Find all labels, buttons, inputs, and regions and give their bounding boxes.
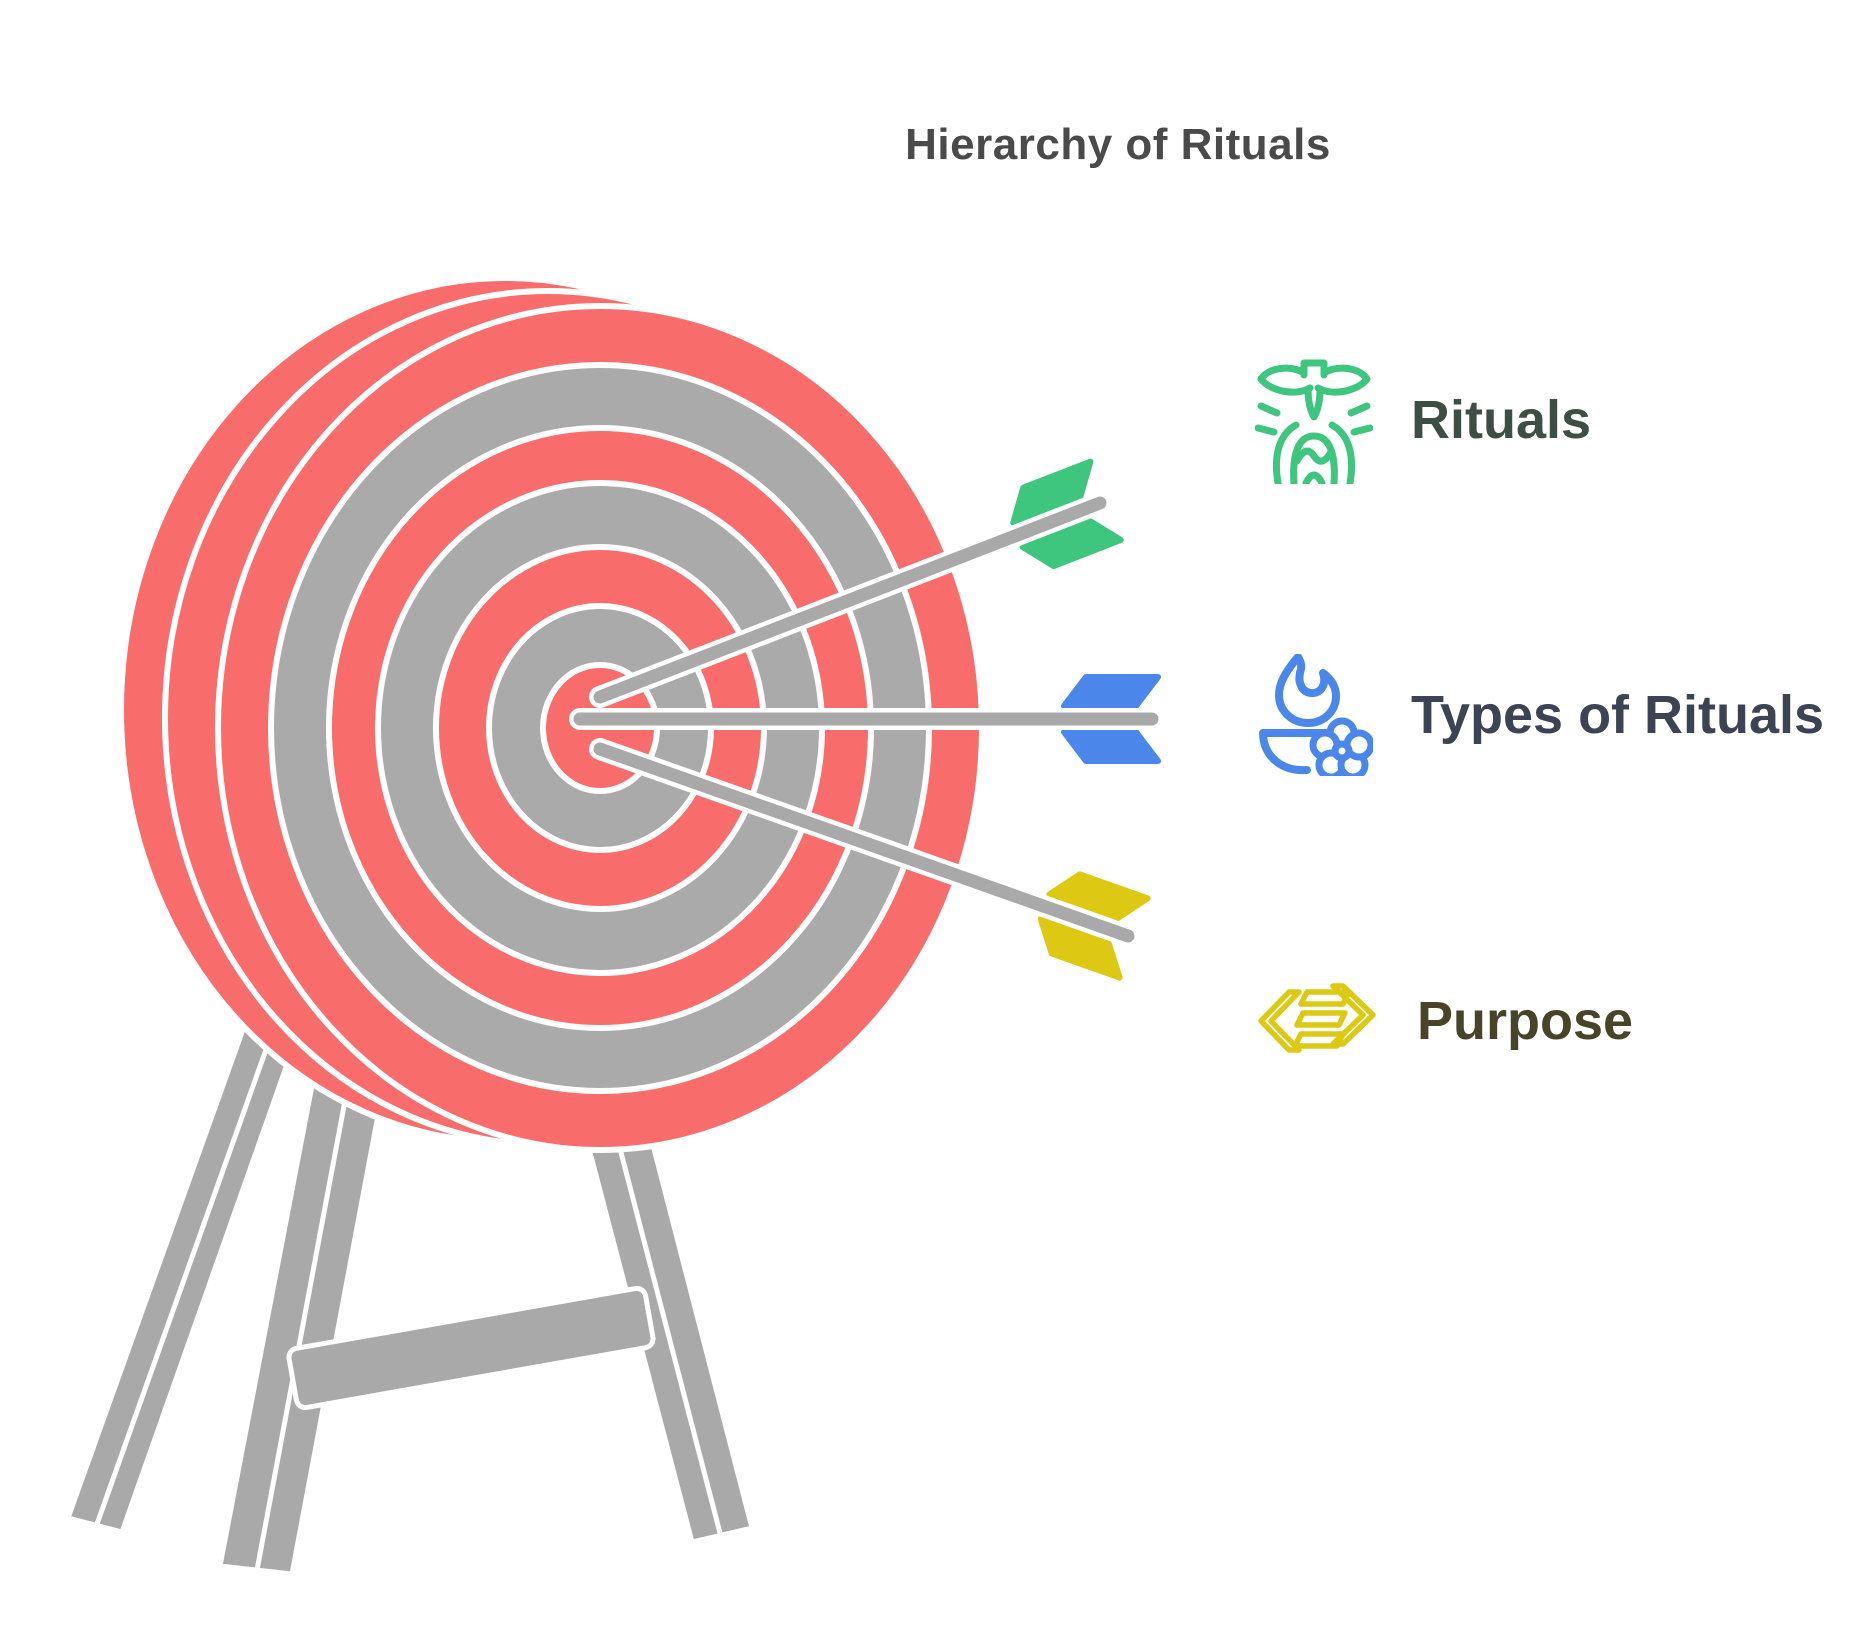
arrow-types-fletching bbox=[1061, 674, 1161, 764]
exchange-chevrons-icon bbox=[1258, 983, 1376, 1053]
legend-label-purpose: Purpose bbox=[1417, 991, 1634, 1051]
arrow-purpose-fletching bbox=[1037, 871, 1151, 981]
diya-lamp-flower-icon bbox=[1259, 654, 1373, 776]
legend-label-types-of-rituals: Types of Rituals bbox=[1411, 685, 1825, 745]
dove-offering-icon bbox=[1255, 359, 1373, 484]
stand-crossbar bbox=[286, 1285, 656, 1411]
arrow-rituals bbox=[589, 458, 1124, 708]
legend-item-types-of-rituals: Types of Rituals bbox=[1255, 654, 1824, 776]
legend-label-rituals: Rituals bbox=[1411, 390, 1592, 450]
page-title: Hierarchy of Rituals bbox=[905, 120, 1331, 169]
arrow-purpose bbox=[589, 738, 1151, 981]
arrow-rituals-fletching bbox=[1010, 458, 1124, 570]
target-stand bbox=[64, 1007, 756, 1577]
legend-item-rituals: Rituals bbox=[1255, 356, 1591, 484]
arrow-types bbox=[569, 674, 1163, 764]
legend-item-purpose: Purpose bbox=[1255, 980, 1633, 1062]
